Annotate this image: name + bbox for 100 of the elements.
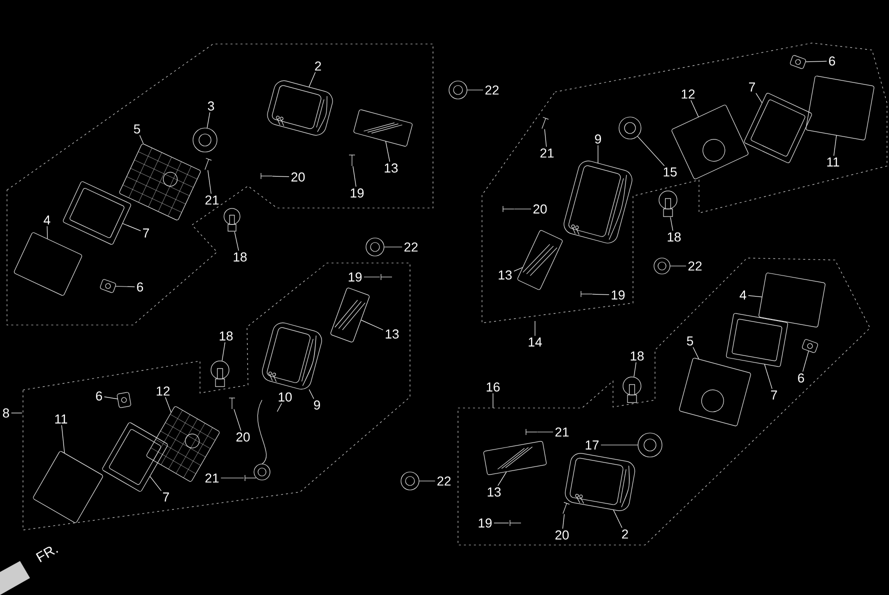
socket-wire: [254, 400, 270, 480]
lamp-lens: [806, 76, 874, 140]
clip-nut: [790, 55, 806, 69]
callout-number: 21: [205, 195, 219, 205]
leader-line: [61, 424, 65, 454]
callout-number: 18: [668, 232, 681, 242]
callout-number: 7: [163, 492, 169, 502]
callout-number: 7: [749, 82, 755, 92]
reflector: [679, 358, 751, 426]
grommet: [638, 432, 662, 458]
clip-nut: [116, 392, 132, 408]
callout-number: 13: [386, 329, 399, 339]
callout-number: 3: [208, 101, 214, 111]
callout-number: 7: [771, 390, 777, 400]
grommet: [654, 258, 670, 274]
callout-number: 22: [688, 261, 702, 271]
callout-number: 18: [220, 331, 233, 341]
bulb: [210, 360, 230, 387]
leader-line: [494, 522, 510, 524]
direction-label: FR.: [36, 546, 58, 562]
leader-line: [834, 135, 837, 156]
grommet: [366, 238, 384, 256]
leader-line: [670, 216, 674, 231]
screw: [580, 290, 592, 298]
callout-number: 20: [236, 432, 250, 442]
callout-number: 10: [278, 392, 292, 402]
callout-number: 20: [291, 172, 305, 182]
relay: [517, 230, 563, 290]
callout-number: 18: [630, 351, 644, 361]
callout-number: 8: [2, 408, 10, 418]
grommet: [192, 128, 218, 152]
leader-line: [46, 226, 48, 239]
screw: [228, 398, 236, 410]
leader-line: [592, 294, 610, 296]
grid-reflector: [119, 144, 201, 220]
leader-line: [692, 346, 700, 360]
leader-line: [805, 60, 827, 62]
leader-line: [11, 412, 22, 414]
leader-line: [234, 232, 239, 251]
leader-line: [115, 286, 135, 288]
clip-nut: [100, 279, 116, 293]
bulb: [622, 376, 642, 403]
screw: [502, 206, 514, 212]
relay: [483, 441, 547, 476]
leader-line: [756, 92, 762, 104]
leader-line: [600, 444, 638, 446]
callout-number: 4: [740, 290, 746, 300]
leader-line: [276, 403, 282, 412]
callout-number: 2: [315, 61, 321, 71]
callout-number: 5: [134, 124, 140, 134]
lamp-lens: [14, 232, 82, 296]
leader-line: [122, 223, 141, 232]
callout-number: 19: [478, 518, 492, 528]
callout-number: 20: [555, 530, 569, 540]
lens-gasket: [102, 422, 168, 492]
leader-line: [165, 396, 172, 413]
screw: [380, 274, 392, 280]
callout-number: 13: [498, 270, 512, 280]
leader-line: [802, 350, 809, 372]
leader-line: [272, 176, 290, 178]
leader-line: [514, 267, 523, 272]
lens-gasket: [744, 92, 812, 164]
leader-line: [544, 128, 547, 148]
leader-line: [360, 320, 384, 330]
callout-number: 17: [586, 440, 599, 450]
bulb: [658, 190, 678, 217]
callout-number: 22: [485, 85, 499, 95]
callout-number: 19: [348, 272, 362, 282]
lamp-lens: [758, 272, 826, 328]
callout-number: 21: [540, 148, 554, 158]
callout-number: 6: [798, 373, 804, 383]
leader-line: [234, 408, 242, 431]
leader-line: [764, 364, 772, 390]
grommet: [400, 472, 420, 490]
callout-number: 19: [350, 188, 364, 198]
leader-line: [562, 514, 565, 529]
leader-line: [208, 170, 212, 194]
grommet: [448, 80, 468, 100]
callout-number: 20: [533, 204, 547, 214]
callout-number: 11: [55, 414, 68, 424]
screw: [260, 172, 272, 180]
clip-nut: [802, 339, 818, 353]
screw: [510, 520, 522, 526]
leader-line: [139, 134, 144, 144]
callout-number: 6: [96, 391, 102, 401]
leader-line: [384, 246, 402, 248]
callout-number: 9: [595, 134, 601, 144]
callout-number: 2: [622, 529, 628, 539]
callout-number: 22: [404, 242, 418, 252]
leader-line: [514, 208, 532, 210]
callout-number: 19: [612, 290, 625, 300]
callout-number: 6: [829, 56, 836, 66]
callout-number: 15: [664, 167, 677, 177]
leader-line: [534, 320, 536, 336]
lens-gasket: [726, 313, 788, 367]
callout-number: 13: [488, 487, 501, 497]
screw: [542, 116, 549, 129]
leader-line: [637, 136, 665, 166]
callout-number: 9: [314, 400, 320, 410]
leader-line: [418, 480, 436, 482]
